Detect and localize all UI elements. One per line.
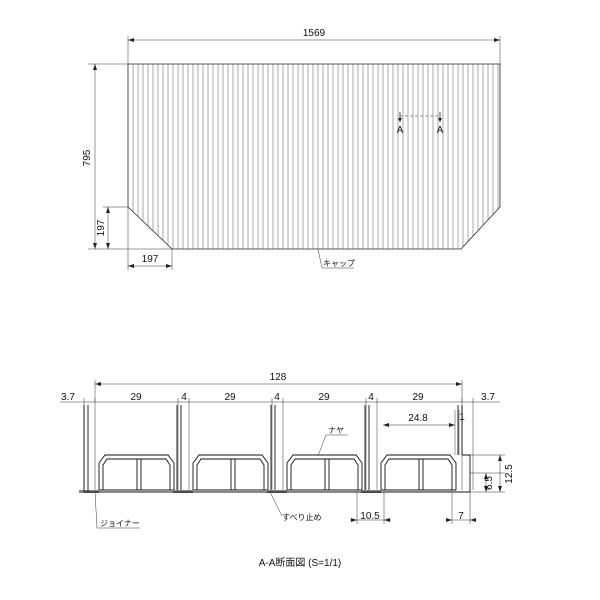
joiner-post — [364, 405, 370, 490]
plan-view: 1569 795 197 197 — [82, 28, 501, 270]
joiner-width-label: 7 — [458, 511, 464, 522]
section-profile — [79, 405, 471, 493]
height-label: 12.5 — [504, 464, 515, 484]
joiner-label: ジョイナー — [100, 519, 140, 528]
section-mark-left: A — [397, 125, 404, 136]
section-mark-right: A — [437, 125, 444, 136]
joiner-callout: ジョイナー — [94, 491, 140, 529]
rib-callout: ナヤ — [317, 426, 348, 457]
inner-width-dimension: 24.8 1 — [383, 410, 465, 455]
panel-label-1: 29 — [130, 392, 142, 403]
joiner-post — [176, 405, 182, 490]
panel-label-2: 29 — [224, 392, 236, 403]
width-label: 1569 — [303, 28, 326, 39]
rib-label: ナヤ — [328, 426, 344, 435]
chamfer-width-dimension: 197 — [127, 207, 173, 270]
slip-stop-foot — [361, 490, 381, 493]
joiner-post — [270, 405, 276, 490]
height-label: 795 — [82, 149, 93, 166]
panel-profile — [192, 454, 269, 491]
section-view: 128 3.7 29 4 29 4 29 4 29 3.7 — [60, 372, 515, 529]
section-caption: A-A断面図 (S=1/1) — [259, 556, 342, 569]
cover-slats — [132, 64, 499, 249]
slip-stop-foot — [173, 490, 193, 493]
cover-outline — [127, 63, 501, 250]
panel-profile — [286, 454, 363, 491]
overall-dimension: 128 — [94, 372, 463, 402]
section-markers: A A — [397, 112, 444, 136]
gap-label-2: 4 — [274, 392, 280, 403]
inner-width-label: 24.8 — [408, 413, 428, 424]
overall-label: 128 — [270, 372, 287, 383]
joiner-width-dimension: 7 — [446, 492, 476, 524]
chain-dimensions: 3.7 29 4 29 4 29 4 29 3.7 — [60, 392, 500, 490]
height-dimension: 795 — [82, 63, 172, 250]
gap-label-3: 4 — [368, 392, 374, 403]
chamfer-height-label: 197 — [96, 219, 107, 236]
edge-walls — [83, 405, 471, 493]
panel-label-3: 29 — [318, 392, 330, 403]
edge-left-label: 3.7 — [61, 392, 75, 403]
panel-label-4: 29 — [412, 392, 424, 403]
slip-stop-dimension: 10.5 — [350, 492, 391, 524]
slip-stop-foot — [79, 490, 99, 493]
edge-right-label: 3.7 — [481, 392, 495, 403]
slip-stop-callout: すべり止め — [269, 491, 321, 522]
slip-stop-foot — [267, 490, 287, 493]
panel-profile — [380, 454, 457, 491]
gap-label-1: 4 — [181, 392, 187, 403]
slip-stop-width-label: 10.5 — [360, 511, 380, 522]
width-dimension: 1569 — [127, 28, 501, 64]
cap-callout: キャップ — [317, 248, 355, 269]
lower-height-label: 6.5 — [484, 476, 495, 490]
chamfer-width-label: 197 — [142, 254, 159, 265]
chamfer-height-dimension: 197 — [96, 206, 128, 249]
cap-label: キャップ — [323, 259, 355, 268]
slip-stop-label: すべり止め — [282, 512, 321, 522]
panel-profile — [98, 454, 175, 491]
